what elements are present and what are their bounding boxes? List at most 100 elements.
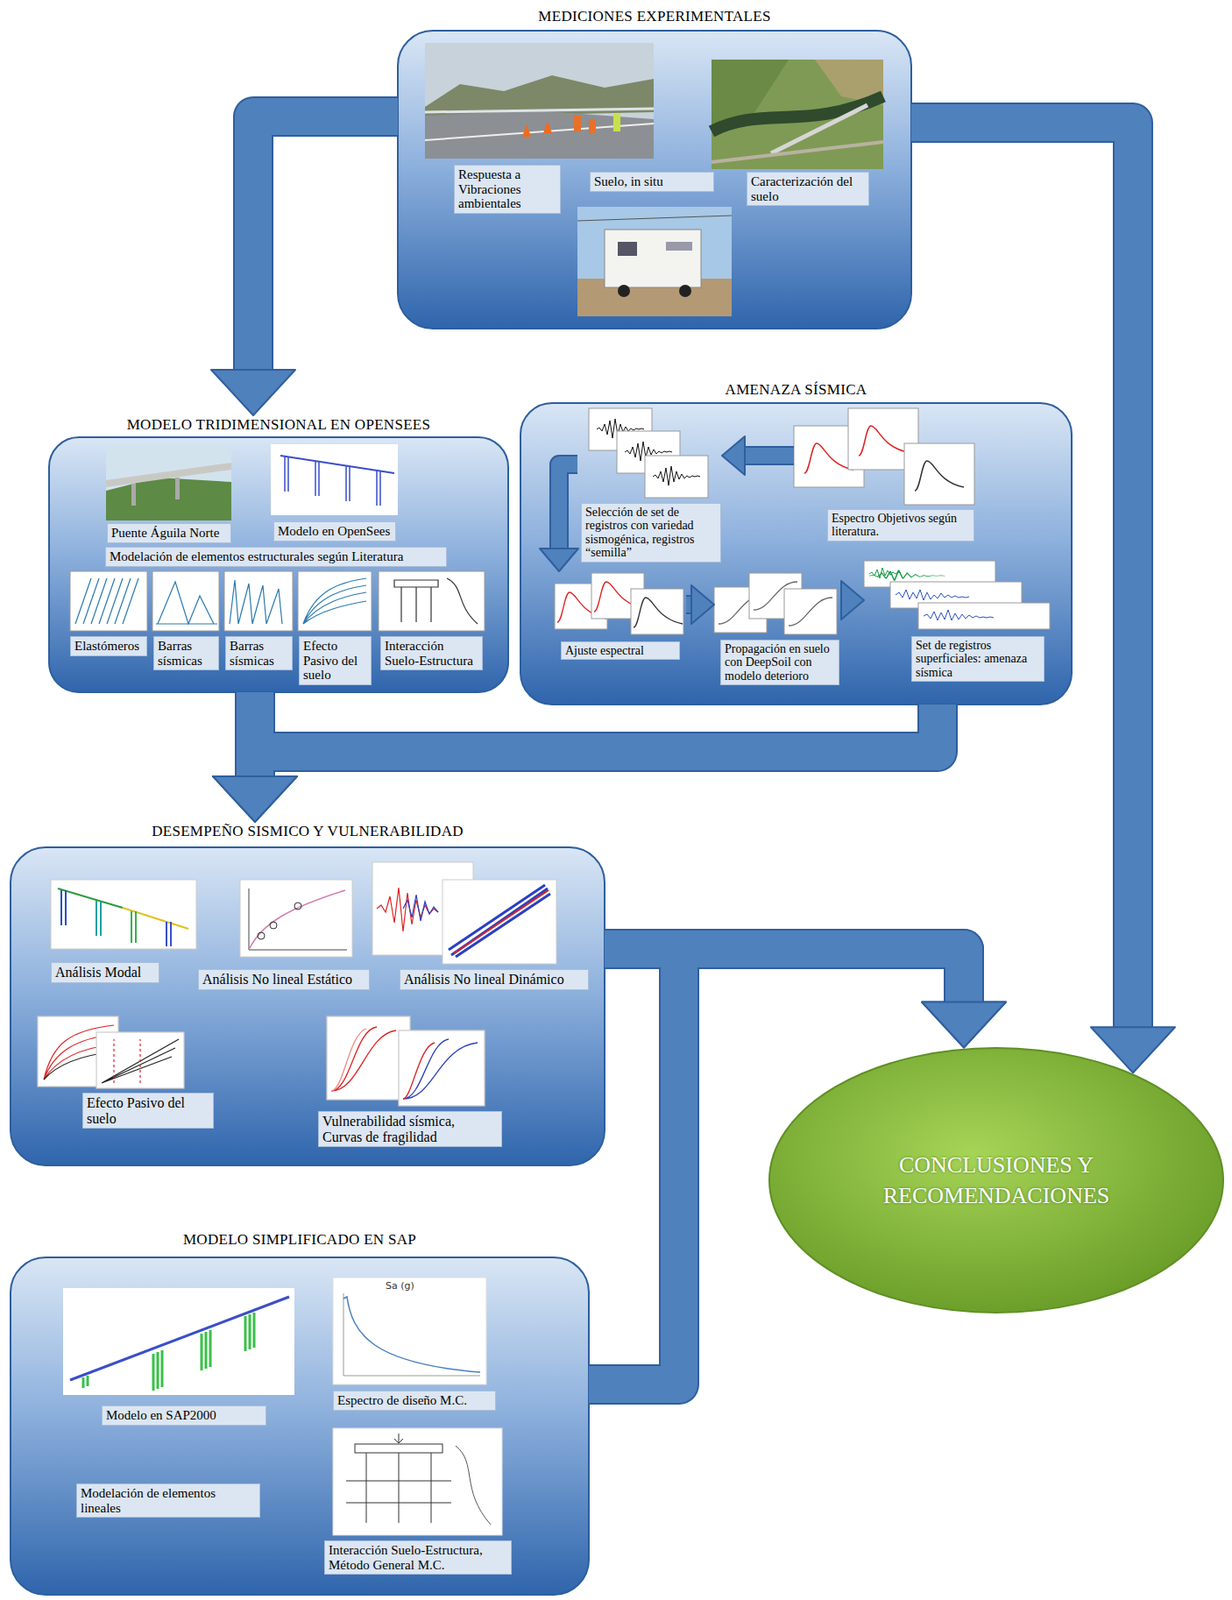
step-box: Barras sísmicas xyxy=(152,571,220,673)
truck-photo xyxy=(577,206,732,317)
step-box: Propagación en suelo con DeepSoil con mo… xyxy=(714,571,841,688)
opensees-model xyxy=(270,444,398,516)
step-box: Suelo, in situ xyxy=(577,171,732,317)
step-box: Modelo en SAP2000 xyxy=(63,1288,295,1438)
arrow-head xyxy=(921,1002,1006,1048)
dynamic-charts xyxy=(372,862,557,964)
panel-heading: MODELO SIMPLIFICADO EN SAP xyxy=(10,1230,589,1250)
design-spectrum xyxy=(332,1277,487,1385)
step-label: Vulnerabilidad sísmica, Curvas de fragil… xyxy=(318,1111,503,1148)
arrow-head xyxy=(691,585,715,624)
step-label: Efecto Pasivo del suelo xyxy=(82,1092,214,1129)
step-label: Selección de set de registros con varied… xyxy=(580,502,722,563)
conclusion-ellipse: CONCLUSIONES Y RECOMENDACIONES xyxy=(767,1046,1225,1315)
stage-panel: DESEMPEÑO SISMICO Y VULNERABILIDAD Anális… xyxy=(10,821,605,1166)
step-label: Modelo en OpenSees xyxy=(273,521,397,542)
step-label: Elastómeros xyxy=(70,636,148,657)
step-label: Respuesta a Vibraciones ambientales xyxy=(453,164,561,214)
step-label: Efecto Pasivo del suelo xyxy=(298,636,372,686)
panel-heading: DESEMPEÑO SISMICO Y VULNERABILIDAD xyxy=(10,821,605,842)
step-box: Espectro Objetivos según literatura. xyxy=(793,408,976,549)
block-arrow-outline xyxy=(743,446,794,466)
step-label: Análisis Modal xyxy=(50,962,160,984)
degradation-curves xyxy=(714,573,837,635)
step-label: Barras sísmicas xyxy=(153,636,220,671)
step-label: Análisis No lineal Dinámico xyxy=(399,969,589,991)
step-label: Barras sísmicas xyxy=(225,636,293,671)
arrow-head xyxy=(539,548,579,572)
block-arrow-outline xyxy=(254,704,938,779)
step-label: Ajuste espectral xyxy=(560,641,680,660)
arrow-head xyxy=(841,580,864,620)
step-label: Interacción Suelo-Estructura xyxy=(380,636,483,671)
arrow-head xyxy=(722,436,745,475)
seed-records xyxy=(588,408,709,498)
bridge-photo xyxy=(106,444,232,521)
step-box: Análisis No lineal Estático xyxy=(198,879,371,999)
step-label: Espectro de diseño M.C. xyxy=(332,1390,496,1411)
step-label: Propagación en suelo con DeepSoil con mo… xyxy=(720,639,840,686)
fragility-curves xyxy=(326,1016,485,1106)
stage-panel: MODELO SIMPLIFICADO EN SAP Modelo en SAP2… xyxy=(10,1230,589,1595)
stage-panels xyxy=(10,30,1072,1595)
matched-spectra xyxy=(554,573,684,635)
target-spectra xyxy=(793,408,975,505)
block-arrow xyxy=(559,464,578,551)
block-arrow xyxy=(911,122,1133,1029)
panel-heading: MEDICIONES EXPERIMENTALES xyxy=(397,7,912,27)
step-label: Caracterización del suelo xyxy=(746,171,870,206)
satellite-photo xyxy=(711,59,884,170)
arrow-head xyxy=(921,1002,1006,1048)
step-label: Modelación de elementos estructurales se… xyxy=(105,546,447,567)
block-arrow-outline xyxy=(253,116,398,372)
sap-model xyxy=(63,1288,295,1395)
step-label: Puente Águila Norte xyxy=(106,523,232,544)
step-box: Modelo en OpenSees xyxy=(270,444,398,546)
step-box: Análisis Modal xyxy=(50,879,197,994)
modal-figure xyxy=(50,879,197,949)
block-arrow xyxy=(743,447,794,464)
step-box: Barras sísmicas xyxy=(224,571,294,673)
step-label: Modelo en SAP2000 xyxy=(101,1405,267,1426)
arrow-head xyxy=(212,776,298,822)
pushover-chart xyxy=(240,879,353,957)
passive-soil-charts xyxy=(37,1016,185,1089)
step-box: Respuesta a Vibraciones ambientales xyxy=(424,42,654,227)
step-box: Ajuste espectral xyxy=(554,571,687,666)
step-box: Modelación de elementos lineales xyxy=(76,1483,262,1533)
step-box: Selección de set de registros con varied… xyxy=(577,408,723,565)
block-arrow xyxy=(253,116,398,372)
ellipse-shape xyxy=(767,1046,1225,1315)
step-box: Efecto Pasivo del suelo xyxy=(297,571,373,687)
arrow-head xyxy=(212,776,298,822)
step-label: Análisis No lineal Estático xyxy=(198,969,370,991)
step-box: Elastómeros xyxy=(70,571,149,659)
step-label: Suelo, in situ xyxy=(589,171,715,192)
panel-heading: MODELO TRIDIMENSIONAL EN OPENSEES xyxy=(49,415,509,435)
stage-panel: AMENAZA SÍSMICA Selección de set de regis… xyxy=(520,380,1072,705)
step-box: Análisis No lineal Dinámico xyxy=(372,862,590,999)
stage-panel: MEDICIONES EXPERIMENTALES Respuesta a Vib… xyxy=(397,7,912,329)
arrow-head xyxy=(211,369,296,416)
ellipse-outline xyxy=(769,1047,1224,1313)
chart-lines xyxy=(75,578,478,624)
step-box: Interacción Suelo-Estructura xyxy=(378,571,485,673)
step-box: Efecto Pasivo del suelo xyxy=(37,1016,215,1144)
step-box: Puente Águila Norte xyxy=(106,444,233,554)
road-photo xyxy=(424,42,654,159)
block-arrow-outline xyxy=(559,464,578,551)
step-box: Set de registros superficiales: amenaza … xyxy=(863,560,1052,697)
step-box: Modelación de elementos estructurales se… xyxy=(105,546,448,570)
step-label: Interacción Suelo-Estructura, Método Gen… xyxy=(324,1540,512,1575)
element-charts xyxy=(70,571,485,631)
step-label: Modelación de elementos lineales xyxy=(76,1483,261,1518)
soil-structure-sketch xyxy=(332,1428,503,1536)
panel-heading: AMENAZA SÍSMICA xyxy=(520,380,1072,400)
step-box: Caracterización del suelo xyxy=(711,59,884,220)
block-arrow xyxy=(254,704,938,779)
stage-panel: MODELO TRIDIMENSIONAL EN OPENSEES Puente … xyxy=(49,415,509,693)
arrow-fills xyxy=(211,116,1176,1385)
